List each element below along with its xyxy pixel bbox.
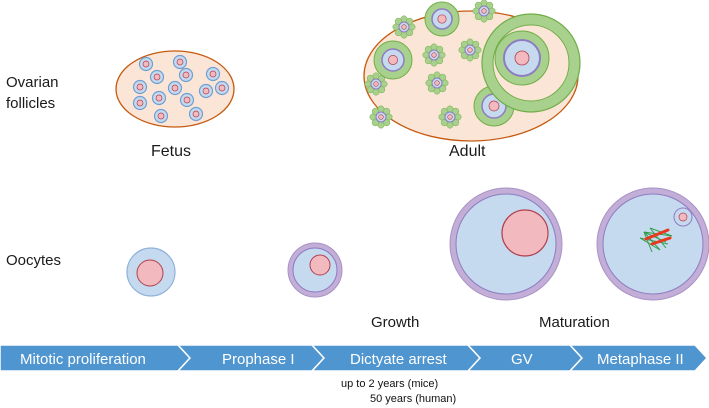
fetal-ovary: [115, 50, 235, 128]
row-label-follicles-line2: follicles: [6, 95, 56, 112]
adult-antral-follicle: [481, 13, 581, 113]
oocyte-primordial: [126, 247, 176, 297]
duration-mice: up to 2 years (mice): [341, 378, 439, 390]
adult-ovary: [363, 0, 581, 142]
stage-label-gv: GV: [511, 351, 533, 368]
caption-adult: Adult: [449, 143, 486, 160]
oocyte-gv: [449, 187, 563, 301]
oocyte-metaphase-ii: [596, 187, 709, 301]
stage-label-prophase: Prophase I: [222, 351, 295, 368]
row-label-oocytes: Oocytes: [6, 252, 62, 269]
chromosomes: [644, 228, 672, 246]
stage-label-mitotic: Mitotic proliferation: [20, 351, 146, 368]
adult-follicle-medium-top: [424, 1, 460, 37]
stage-arrows: Mitotic proliferation Prophase I Dictyat…: [0, 344, 709, 372]
adult-follicle-medium-left: [373, 40, 413, 80]
stage-arrow-metaphase: [568, 344, 709, 372]
duration-human: 50 years (human): [370, 393, 457, 405]
caption-fetus: Fetus: [151, 143, 192, 160]
oocyte-prophase: [287, 242, 343, 298]
row-label-follicles-line1: Ovarian: [6, 74, 59, 91]
caption-maturation: Maturation: [539, 314, 610, 331]
caption-growth: Growth: [371, 314, 420, 331]
stage-label-dictyate: Dictyate arrest: [350, 351, 448, 368]
stage-label-metaphase: Metaphase II: [597, 351, 684, 368]
row-label-follicles: Ovarian follicles: [6, 72, 59, 114]
